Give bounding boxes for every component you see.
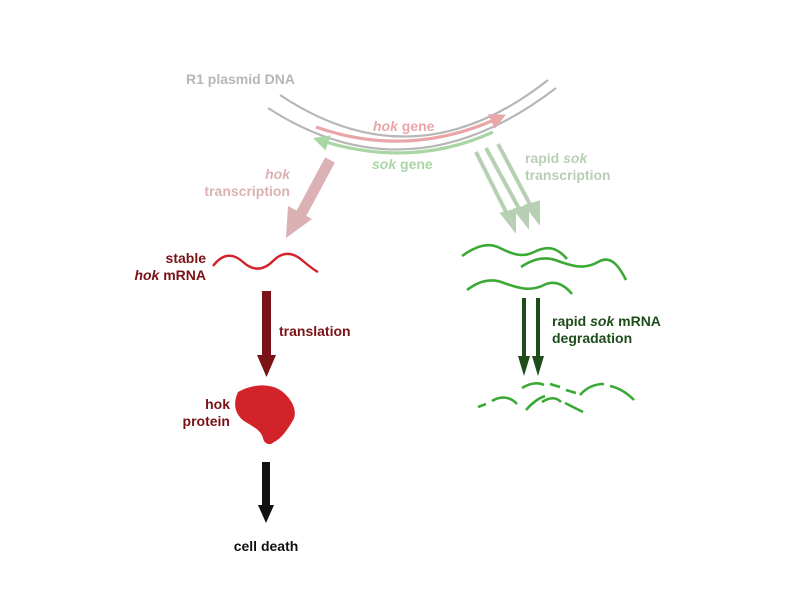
sok-transcription-label-sok: sok (563, 150, 588, 166)
sok-degradation-label: rapid sok mRNA degradation (552, 313, 661, 347)
cell-death-arrow (258, 462, 274, 523)
sok-degradation-label-mrna: mRNA (614, 313, 661, 329)
hok-mrna-wave (212, 252, 319, 274)
sok-degradation-label-line2: degradation (552, 330, 633, 346)
hok-gene-label-rest: gene (397, 118, 435, 134)
sok-gene-label-italic: sok (372, 156, 397, 172)
dna-strand-inner (267, 87, 557, 151)
hok-transcription-label-line2: transcription (204, 183, 290, 199)
sok-transcription-arrows (474, 143, 540, 234)
sok-degradation-label-sok: sok (590, 313, 615, 329)
sok-gene-segment (312, 130, 494, 155)
hok-protein-label-line2: protein (182, 413, 230, 429)
cell-death-label: cell death (233, 538, 299, 554)
hok-gene-label-italic: hok (373, 118, 398, 134)
sok-degradation-label-line1: rapid sok mRNA (552, 313, 661, 330)
stable-hok-mrna-label-hok: hok (134, 267, 160, 283)
hok-protein-label-line1: hok (205, 396, 230, 412)
hok-gene-label: hok gene (373, 118, 434, 135)
stable-hok-mrna-label-line2: hok mRNA (110, 267, 206, 284)
hok-transcription-label-line1: hok (265, 166, 290, 182)
translation-arrow (257, 291, 276, 377)
sok-transcription-label: rapid sok transcription (525, 150, 611, 184)
hok-transcription-label: hok transcription (180, 166, 290, 200)
hok-protein-label: hok protein (150, 396, 230, 430)
sok-gene-label-rest: gene (396, 156, 433, 172)
translation-label: translation (279, 323, 351, 339)
sok-degradation-label-rapid: rapid (552, 313, 591, 329)
sok-mrna-waves (461, 243, 628, 295)
sok-transcription-label-line1: rapid sok (525, 150, 611, 167)
plasmid-dna-label: R1 plasmid DNA (186, 71, 295, 87)
hok-protein-shape (235, 385, 295, 445)
degraded-mrna-fragments (477, 382, 635, 414)
sok-transcription-label-line2: transcription (525, 167, 611, 183)
stable-hok-mrna-label-line1: stable (165, 250, 206, 266)
hok-gene-segment (315, 114, 506, 143)
degradation-arrows (518, 298, 544, 376)
stable-hok-mrna-label: stable hok mRNA (110, 250, 206, 284)
plasmid-dna-strands (267, 79, 557, 151)
dna-strand-outer (279, 79, 549, 138)
stable-hok-mrna-label-rest: mRNA (159, 267, 206, 283)
sok-gene-label: sok gene (372, 156, 433, 173)
sok-transcription-label-rapid: rapid (525, 150, 564, 166)
hok-transcription-arrow (286, 157, 335, 238)
